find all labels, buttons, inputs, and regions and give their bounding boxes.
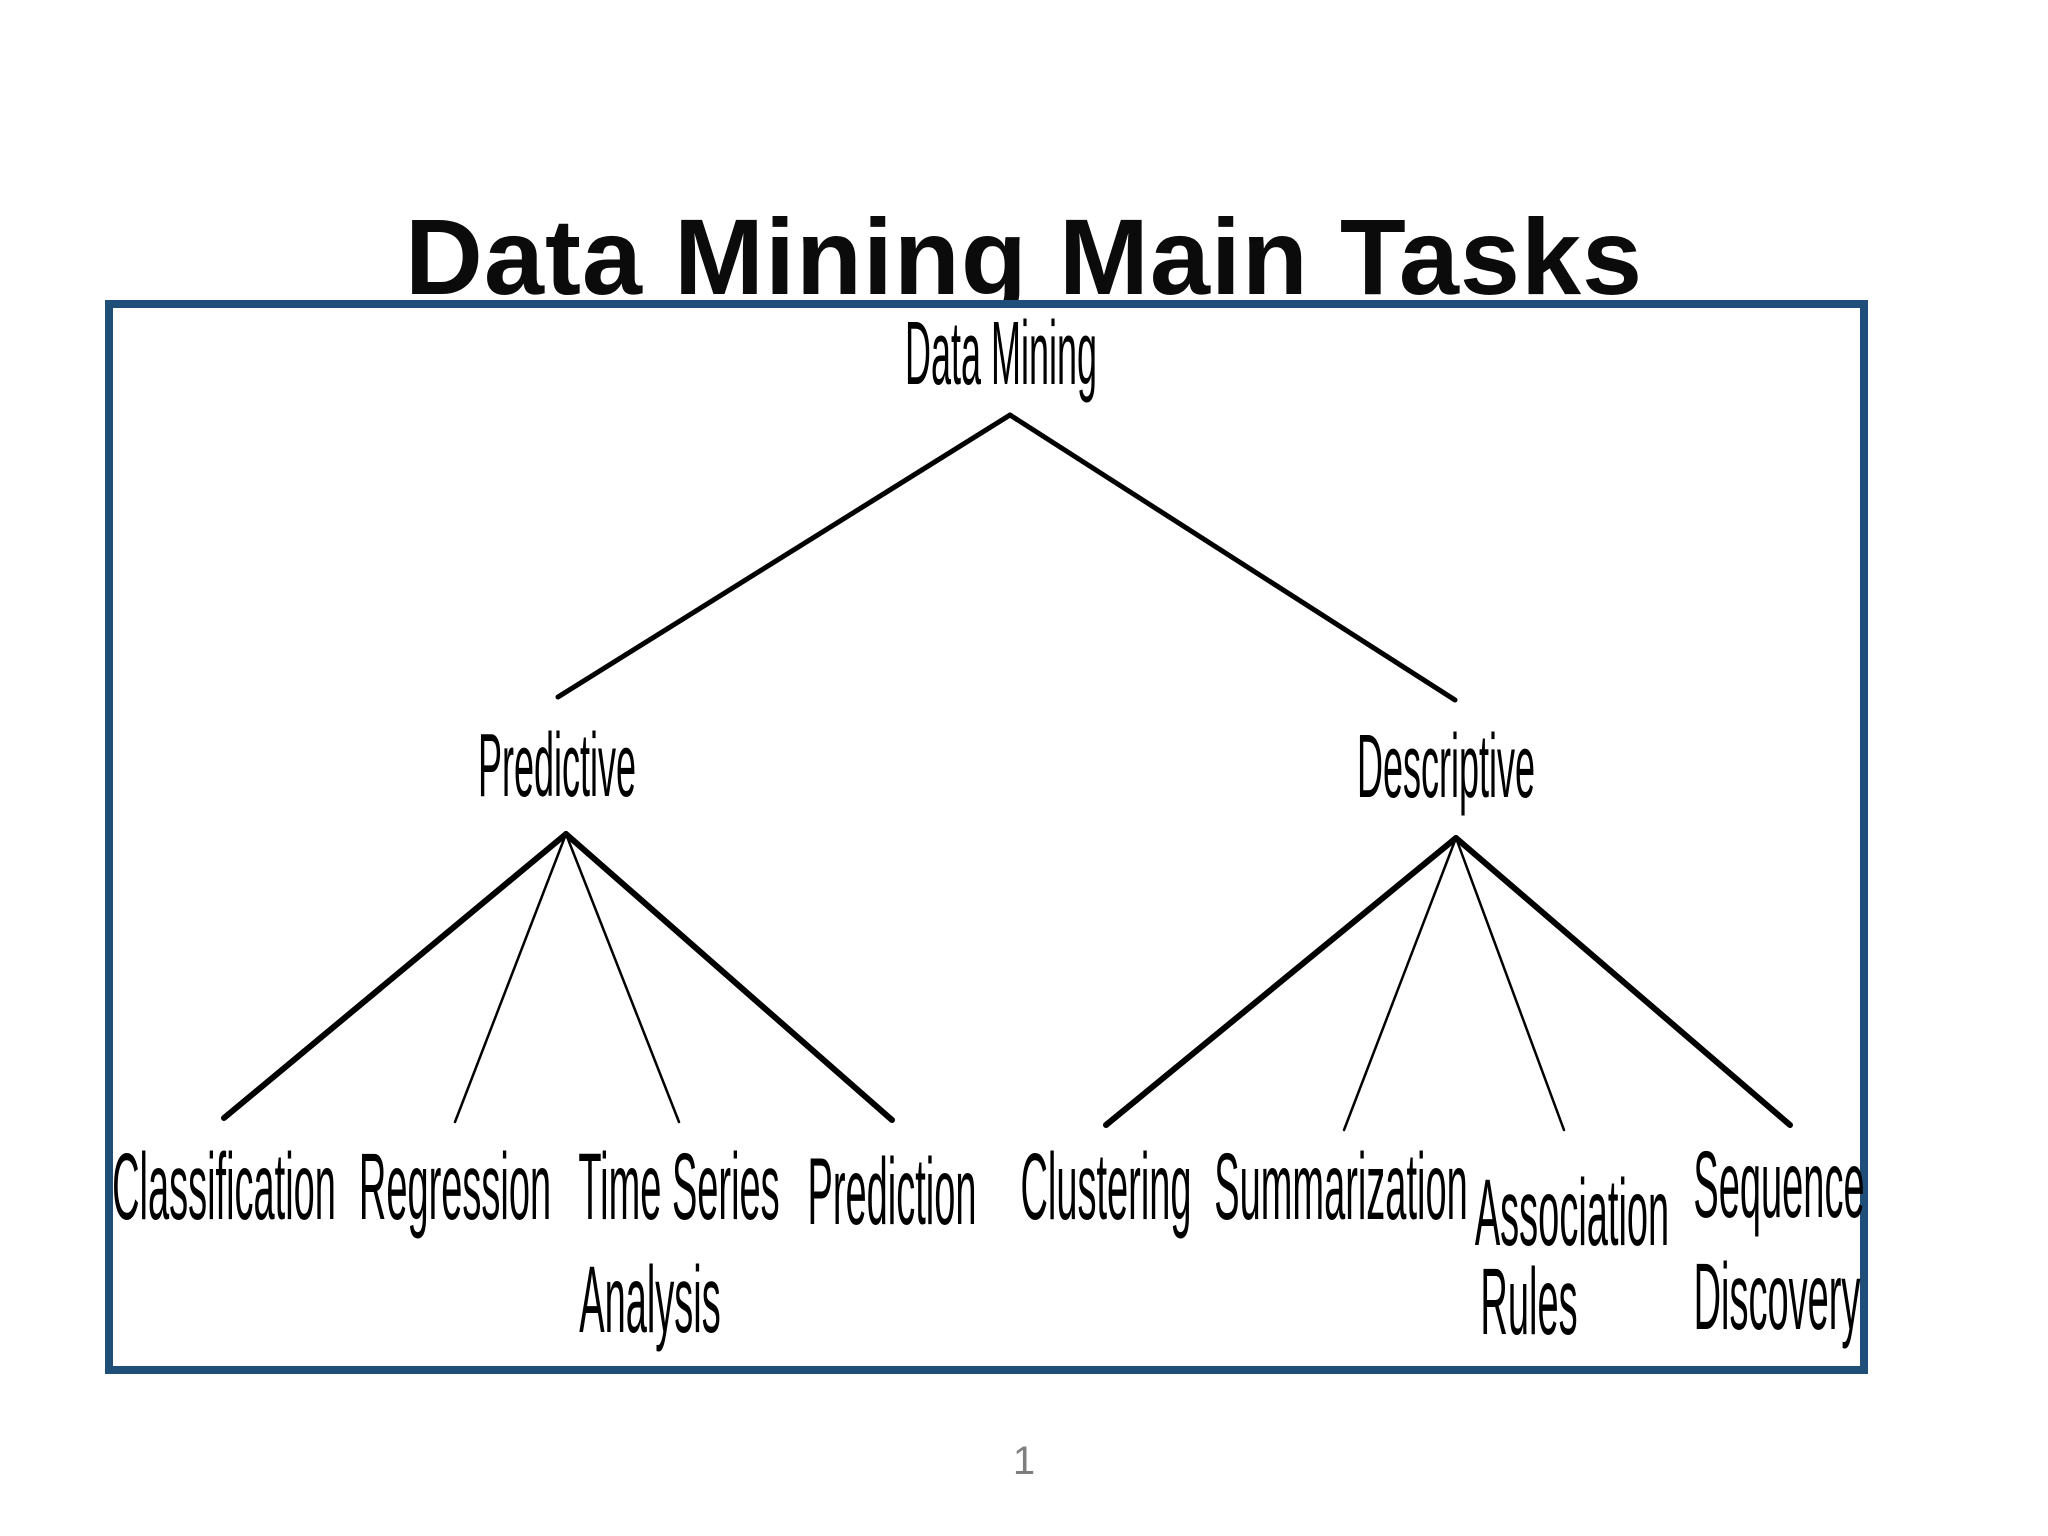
node-association: Association	[1474, 1160, 1670, 1266]
node-descriptive: Descriptive	[1356, 717, 1536, 817]
node-time-series-analysis: Analysis	[579, 1247, 721, 1353]
node-prediction: Prediction	[807, 1139, 977, 1245]
node-time-series: Time Series	[578, 1134, 780, 1240]
slide-title: Data Mining Main Tasks	[404, 196, 1644, 318]
node-sequence-discovery: Discovery	[1693, 1244, 1861, 1350]
page-number: 1	[1012, 1439, 1036, 1483]
node-sequence: Sequence	[1693, 1132, 1865, 1238]
node-summarization: Summarization	[1214, 1134, 1468, 1240]
node-predictive: Predictive	[477, 716, 637, 816]
node-data-mining: Data Mining	[904, 304, 1098, 404]
node-regression: Regression	[358, 1134, 552, 1240]
node-association-rules: Rules	[1480, 1249, 1578, 1355]
node-classification: Classification	[112, 1134, 336, 1240]
node-clustering: Clustering	[1020, 1134, 1192, 1240]
